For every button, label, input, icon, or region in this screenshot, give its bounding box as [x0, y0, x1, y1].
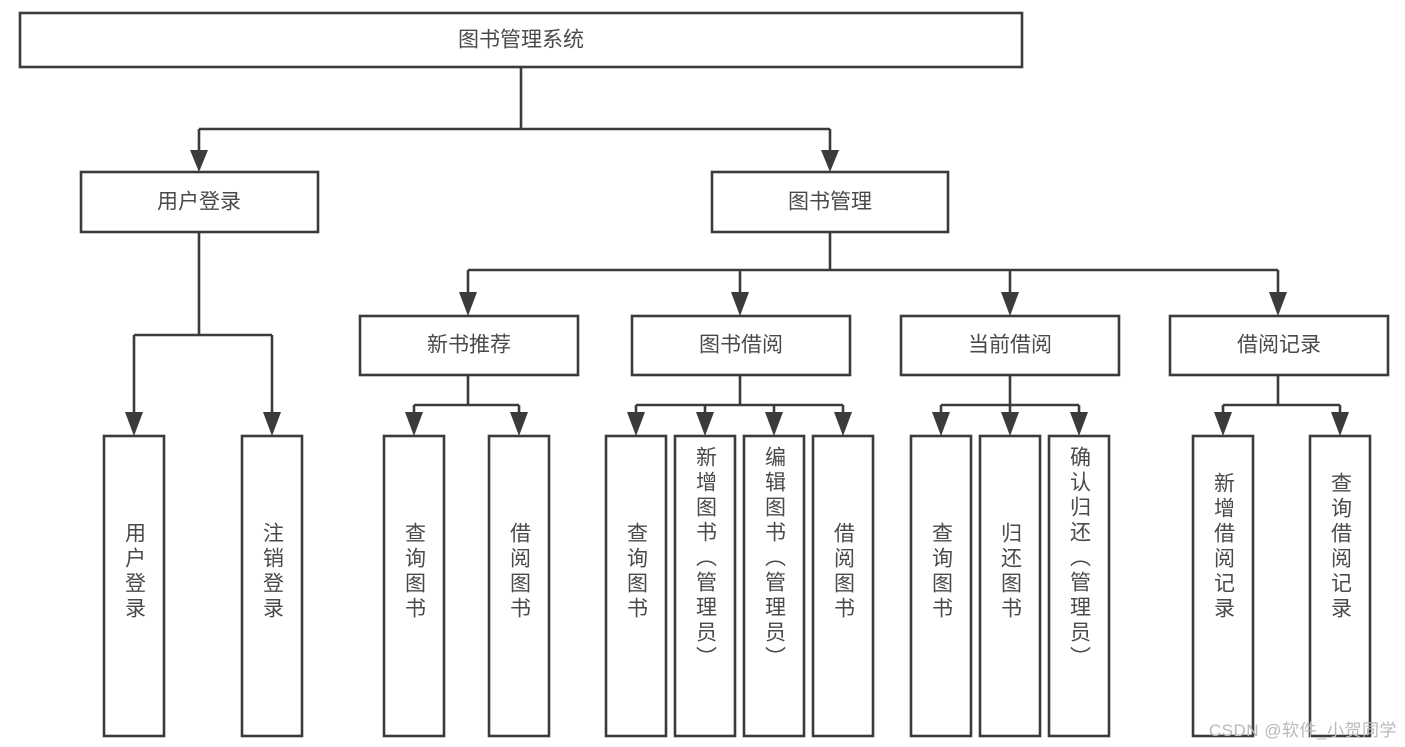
node-new-book-recommend-box[interactable]	[358, 314, 580, 377]
arrowhead-bb2	[696, 412, 714, 436]
leaf-box-cb-confirm-return[interactable]	[1047, 434, 1111, 738]
node-root-system[interactable]: 图书管理系统	[18, 11, 1024, 69]
leaf-group-book-borrow	[604, 434, 875, 738]
node-borrow-records-label: 借阅记录	[1237, 334, 1321, 357]
node-borrow-records[interactable]: 借阅记录	[1168, 314, 1390, 377]
arrowhead-book-mgmt	[821, 150, 839, 172]
connector-group-book-mgmt-children	[459, 232, 1287, 316]
leaf-box-nb-borrow-book[interactable]	[487, 434, 551, 738]
node-new-book-recommend-label: 新书推荐	[427, 334, 511, 357]
node-new-book-recommend[interactable]: 新书推荐	[358, 314, 580, 377]
node-borrow-records-box[interactable]	[1168, 314, 1390, 377]
leaf-group-user-login	[102, 434, 304, 738]
leaf-box-bb-edit-book[interactable]	[742, 434, 806, 738]
arrowhead-book-borrow	[731, 292, 749, 316]
leaf-box-bb-add-book[interactable]	[673, 434, 737, 738]
leaf-box-nb-query-book[interactable]	[382, 434, 446, 738]
node-book-management-box[interactable]	[710, 170, 950, 234]
arrowhead-user-login	[190, 150, 208, 172]
arrowhead-br2	[1331, 412, 1349, 436]
connector-group-root-to-level2	[190, 67, 839, 172]
arrowhead-new-book	[459, 292, 477, 316]
leaf-box-bb-borrow-book[interactable]	[811, 434, 875, 738]
arrowhead-bb3	[765, 412, 783, 436]
node-book-borrow-label: 图书借阅	[699, 334, 783, 357]
leaf-box-user-login[interactable]	[102, 434, 166, 738]
arrowhead-leaf-logout	[263, 412, 281, 436]
node-book-borrow[interactable]: 图书借阅	[630, 314, 852, 377]
node-user-login-label: 用户登录	[157, 191, 241, 214]
connector-group-book-borrow-children	[627, 375, 852, 436]
leaf-box-br-add-record[interactable]	[1191, 434, 1255, 738]
arrowhead-cb1	[932, 412, 950, 436]
arrowhead-cb3	[1070, 412, 1088, 436]
arrowhead-current-borrow	[1001, 292, 1019, 316]
arrowhead-nb2	[510, 412, 528, 436]
node-user-login-box[interactable]	[79, 170, 320, 234]
leaf-box-bb-query-book[interactable]	[604, 434, 668, 738]
arrowhead-borrow-records	[1269, 292, 1287, 316]
arrowhead-nb1	[405, 412, 423, 436]
node-current-borrow[interactable]: 当前借阅	[899, 314, 1121, 377]
arrowhead-leaf-user-login	[125, 412, 143, 436]
node-current-borrow-label: 当前借阅	[968, 334, 1052, 357]
leaf-group-new-book-recommend	[382, 434, 551, 738]
node-root-label: 图书管理系统	[458, 29, 584, 52]
connector-group-current-borrow-children	[932, 375, 1088, 436]
arrowhead-bb1	[627, 412, 645, 436]
leaf-group-borrow-records	[1191, 434, 1372, 738]
node-book-borrow-box[interactable]	[630, 314, 852, 377]
leaf-box-br-query-record[interactable]	[1308, 434, 1372, 738]
arrowhead-br1	[1214, 412, 1232, 436]
arrowhead-bb4	[834, 412, 852, 436]
leaf-box-cb-return-book[interactable]	[978, 434, 1042, 738]
node-root-box[interactable]	[18, 11, 1024, 69]
node-book-management-label: 图书管理	[788, 191, 872, 214]
node-current-borrow-box[interactable]	[899, 314, 1121, 377]
leaf-box-logout[interactable]	[240, 434, 304, 738]
connector-group-user-login-children	[125, 232, 281, 436]
arrowhead-cb2	[1001, 412, 1019, 436]
connector-group-borrow-records-children	[1214, 375, 1349, 436]
connector-group-new-book-children	[405, 375, 528, 436]
node-user-login[interactable]: 用户登录	[79, 170, 320, 234]
node-book-management[interactable]: 图书管理	[710, 170, 950, 234]
leaf-group-current-borrow	[909, 434, 1111, 738]
leaf-box-cb-query-book[interactable]	[909, 434, 973, 738]
